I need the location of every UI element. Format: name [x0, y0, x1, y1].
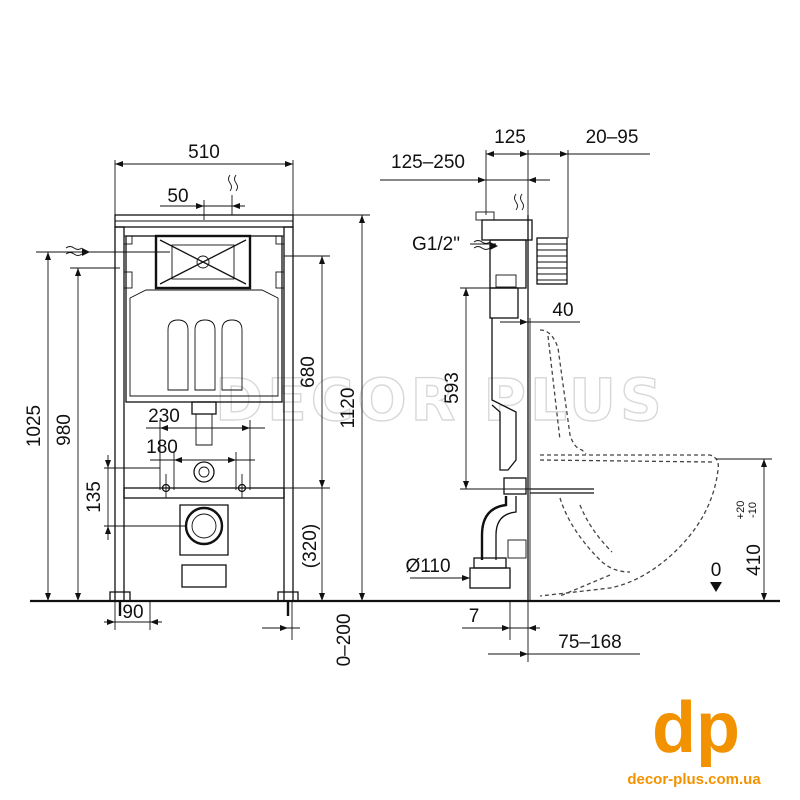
- site-url: decor-plus.com.ua: [627, 771, 761, 788]
- dim-height-1025: 1025: [24, 405, 45, 447]
- dim-width-180: 180: [146, 437, 178, 458]
- side-view-frame: [469, 211, 594, 601]
- dim-tolerance-minus: -10: [747, 502, 759, 518]
- logo-mark: dp: [652, 688, 740, 768]
- dim-offset-7: 7: [469, 606, 480, 627]
- dim-range-20-95: 20–95: [586, 127, 639, 148]
- dim-width-230: 230: [148, 406, 180, 427]
- dim-drain-diameter: Ø110: [405, 556, 450, 577]
- dim-range-75-168: 75–168: [558, 632, 621, 653]
- watermark-text: DECOR PLUS: [215, 366, 666, 434]
- dim-depth-125: 125: [494, 127, 526, 148]
- dim-width-510: 510: [188, 142, 220, 163]
- side-dimensions: [380, 150, 772, 662]
- zero-level-label: 0: [711, 560, 722, 581]
- dim-tolerance-plus: +20: [735, 501, 747, 520]
- front-dimensions: [36, 160, 370, 640]
- front-view-frame: [109, 214, 299, 616]
- dim-height-135: 135: [84, 481, 105, 513]
- dim-range-125-250: 125–250: [391, 152, 465, 173]
- dim-height-680: 680: [298, 356, 319, 388]
- dim-floor-adjust: 0–200: [334, 614, 355, 667]
- dim-height-1120: 1120: [338, 388, 359, 429]
- brand-logo: dp decor-plus.com.ua: [627, 688, 761, 788]
- thread-label: G1/2": [412, 234, 460, 255]
- dim-bowl-height-410: 410: [744, 544, 765, 576]
- dim-foot-90: 90: [122, 602, 143, 623]
- dim-height-593: 593: [442, 372, 463, 404]
- toilet-bowl-outline: [539, 329, 719, 597]
- dim-height-320: (320): [300, 524, 321, 568]
- dim-inlet-50: 50: [167, 186, 188, 207]
- dim-height-980: 980: [54, 414, 75, 446]
- dim-offset-40: 40: [552, 300, 573, 321]
